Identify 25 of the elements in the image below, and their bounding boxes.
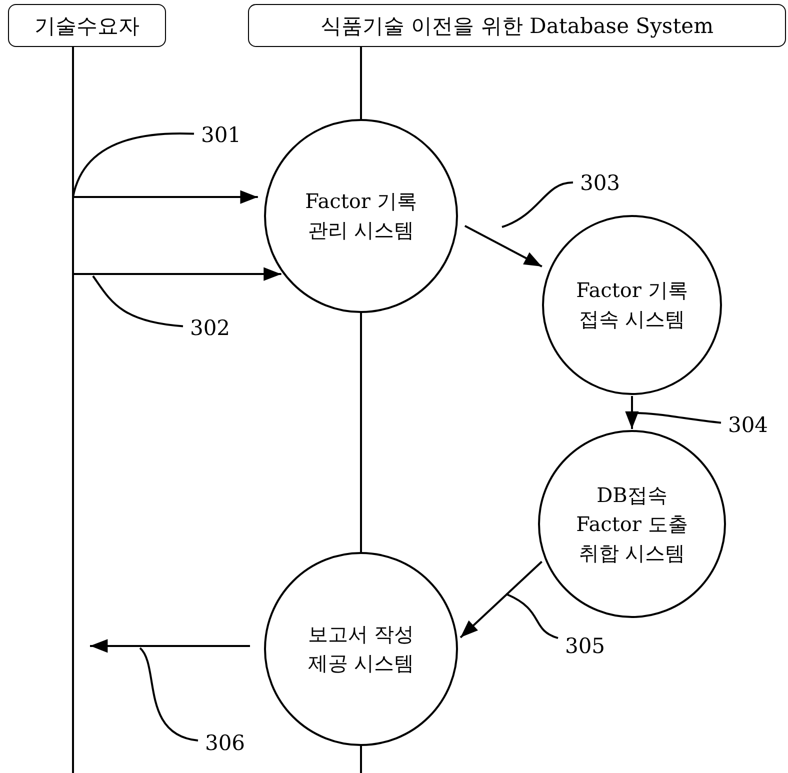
- process-circle: DB접속 Factor 도출 취합 시스템: [538, 430, 726, 618]
- process-circle: 보고서 작성 제공 시스템: [264, 552, 458, 746]
- lifeline: [360, 313, 362, 552]
- callout-number: 305: [558, 632, 612, 660]
- lifeline: [360, 47, 362, 119]
- arrow: [625, 396, 639, 429]
- arrow: [73, 267, 282, 281]
- leader-line: [502, 182, 574, 228]
- arrow: [464, 225, 542, 268]
- callout-number: 303: [573, 169, 627, 197]
- leader-line: [634, 412, 722, 424]
- arrow: [460, 560, 542, 638]
- callout-number: 306: [198, 729, 252, 757]
- system-box: 식품기술 이전을 위한 Database System: [248, 4, 786, 47]
- arrow: [73, 190, 258, 204]
- process-circle: Factor 기록 접속 시스템: [542, 215, 722, 395]
- callout-number: 302: [183, 314, 237, 342]
- actor-box: 기술수요자: [8, 4, 166, 47]
- leader-line: [139, 647, 198, 742]
- process-circle: Factor 기록 관리 시스템: [264, 119, 458, 313]
- leader-line: [92, 275, 184, 328]
- callout-number: 301: [194, 121, 248, 149]
- leader-line: [72, 132, 194, 198]
- leader-line: [506, 593, 558, 640]
- arrow: [90, 639, 250, 653]
